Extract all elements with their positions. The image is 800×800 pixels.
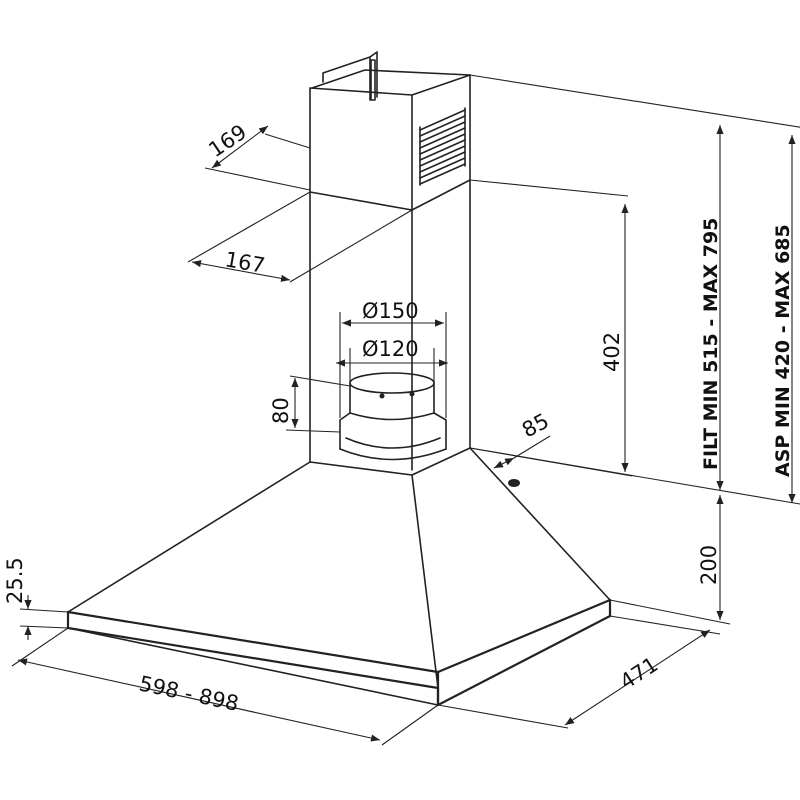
label-asp: ASP MIN 420 - MAX 685 <box>772 224 794 477</box>
dim-hood-width: 598 - 898 <box>11 627 439 746</box>
label-d150: Ø150 <box>362 299 419 323</box>
dim-rim-height: 25.5 <box>3 557 69 640</box>
dim-hood-height: 200 <box>609 495 731 625</box>
label-80: 80 <box>269 397 293 424</box>
dim-asp-range: ASP MIN 420 - MAX 685 <box>772 135 796 503</box>
chimney <box>309 51 471 471</box>
label-471: 471 <box>616 652 663 694</box>
label-filt: FILT MIN 515 - MAX 795 <box>700 218 722 470</box>
label-598-898: 598 - 898 <box>137 671 241 715</box>
dim-chimney-depth: 169 <box>204 120 311 191</box>
label-402: 402 <box>600 332 624 372</box>
dim-collar-height: 80 <box>269 375 351 433</box>
dim-chimney-lower-height: 402 <box>469 179 633 477</box>
dim-chimney-width: 167 <box>187 191 413 283</box>
dim-outlet-inner: Ø120 <box>336 337 448 383</box>
dim-outlet-outer: Ø150 <box>339 299 447 418</box>
label-d120: Ø120 <box>362 337 419 361</box>
label-167: 167 <box>223 247 267 278</box>
label-200: 200 <box>697 545 721 585</box>
dim-top-offset: 85 <box>493 409 553 469</box>
dim-filt-range: FILT MIN 515 - MAX 795 <box>469 74 800 505</box>
outlet-collar <box>339 372 447 461</box>
vent-slots <box>419 107 466 186</box>
label-25-5: 25.5 <box>3 557 27 604</box>
hood-body <box>66 447 612 707</box>
